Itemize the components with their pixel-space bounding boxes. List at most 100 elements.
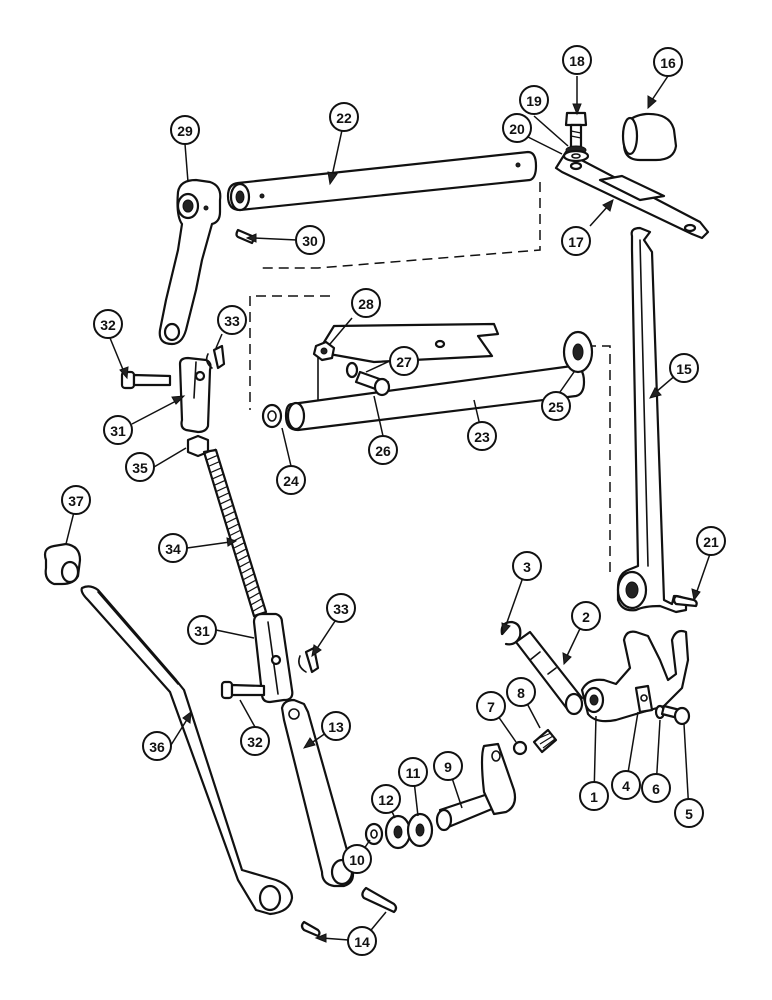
callout-circle bbox=[295, 225, 325, 255]
callout-35: 35 bbox=[125, 452, 155, 482]
callout-number: 12 bbox=[378, 792, 394, 808]
callout-circle bbox=[561, 226, 591, 256]
callout-circle bbox=[512, 551, 542, 581]
callout-2: 2 bbox=[571, 601, 601, 631]
callout-circle bbox=[158, 533, 188, 563]
callout-circle bbox=[562, 45, 592, 75]
callout-number: 24 bbox=[283, 473, 299, 489]
callout-5: 5 bbox=[674, 798, 704, 828]
callout-number: 32 bbox=[100, 317, 116, 333]
callout-number: 2 bbox=[582, 609, 590, 625]
callout-32a: 32 bbox=[93, 309, 123, 339]
callout-19: 19 bbox=[519, 85, 549, 115]
callout-33a: 33 bbox=[217, 305, 247, 335]
pin-2 bbox=[514, 630, 584, 716]
callout-number: 23 bbox=[474, 429, 490, 445]
callout-circle bbox=[103, 415, 133, 445]
callout-circle bbox=[389, 346, 419, 376]
callout-circle bbox=[641, 773, 671, 803]
callout-circle bbox=[611, 770, 641, 800]
callout-number: 22 bbox=[336, 110, 352, 126]
callout-number: 30 bbox=[302, 233, 318, 249]
callout-circle bbox=[125, 452, 155, 482]
callout-circle bbox=[674, 798, 704, 828]
hand-lever-36 bbox=[80, 585, 294, 916]
callout-circle bbox=[326, 593, 356, 623]
dashed-guide-right bbox=[586, 345, 611, 578]
clevis-pin-upper-32 bbox=[120, 370, 172, 390]
callout-37: 37 bbox=[61, 485, 91, 515]
callout-7: 7 bbox=[476, 691, 506, 721]
washer-12 bbox=[384, 814, 412, 850]
ball-7 bbox=[512, 740, 528, 756]
callout-number: 37 bbox=[68, 493, 84, 509]
callout-25: 25 bbox=[541, 391, 571, 421]
callout-circle bbox=[669, 353, 699, 383]
callout-number: 31 bbox=[110, 423, 126, 439]
callout-circle bbox=[579, 781, 609, 811]
fork-1 bbox=[580, 629, 690, 723]
bushing-24 bbox=[261, 403, 283, 429]
callout-circle bbox=[541, 391, 571, 421]
callout-circle bbox=[433, 751, 463, 781]
callout-circle bbox=[240, 726, 270, 756]
bolt-18 bbox=[564, 111, 588, 149]
callout-1: 1 bbox=[579, 781, 609, 811]
callout-circle bbox=[519, 85, 549, 115]
callout-number: 1 bbox=[590, 789, 598, 805]
clevis-upper-31 bbox=[178, 356, 212, 434]
callout-number: 18 bbox=[569, 53, 585, 69]
callout-circle bbox=[571, 601, 601, 631]
washer-25 bbox=[562, 330, 594, 374]
callout-circle bbox=[187, 615, 217, 645]
dashed-guide-middle bbox=[249, 295, 330, 410]
callout-circle bbox=[351, 288, 381, 318]
callout-number: 33 bbox=[224, 313, 240, 329]
callout-number: 34 bbox=[165, 541, 181, 557]
callout-number: 15 bbox=[676, 361, 692, 377]
clevis-lower-31 bbox=[252, 612, 294, 704]
callout-circle bbox=[142, 731, 172, 761]
callout-17: 17 bbox=[561, 226, 591, 256]
callout-number: 25 bbox=[548, 399, 564, 415]
callout-circle bbox=[170, 115, 200, 145]
callout-13: 13 bbox=[321, 711, 351, 741]
shaft-lever-9 bbox=[435, 742, 517, 832]
clevis-pin-lower-32 bbox=[220, 680, 266, 700]
callout-32b: 32 bbox=[240, 726, 270, 756]
callout-20: 20 bbox=[502, 113, 532, 143]
callout-24: 24 bbox=[276, 465, 306, 495]
callout-labels: 1234567891011121314151617181920212223242… bbox=[61, 45, 726, 956]
callout-4: 4 bbox=[611, 770, 641, 800]
callout-number: 21 bbox=[703, 534, 719, 550]
callout-34: 34 bbox=[158, 533, 188, 563]
callout-circle bbox=[653, 47, 683, 77]
washer-10 bbox=[364, 822, 384, 846]
pin-21 bbox=[672, 594, 698, 608]
callout-14: 14 bbox=[347, 926, 377, 956]
callout-number: 14 bbox=[354, 934, 370, 950]
callout-number: 17 bbox=[568, 234, 584, 250]
callout-number: 31 bbox=[194, 623, 210, 639]
callout-number: 3 bbox=[523, 559, 531, 575]
callout-number: 27 bbox=[396, 354, 412, 370]
callout-number: 16 bbox=[660, 55, 676, 71]
callout-circle bbox=[368, 435, 398, 465]
callout-circle bbox=[476, 691, 506, 721]
callout-number: 9 bbox=[444, 759, 452, 775]
callout-number: 11 bbox=[406, 765, 421, 781]
callout-number: 33 bbox=[333, 601, 349, 617]
callout-circle bbox=[398, 757, 428, 787]
callout-31b: 31 bbox=[187, 615, 217, 645]
callout-circle bbox=[321, 711, 351, 741]
washers-19-20 bbox=[562, 145, 590, 163]
callout-number: 19 bbox=[526, 93, 542, 109]
callout-number: 13 bbox=[328, 719, 344, 735]
callout-number: 35 bbox=[132, 460, 148, 476]
callout-9: 9 bbox=[433, 751, 463, 781]
callout-31a: 31 bbox=[103, 415, 133, 445]
callout-36: 36 bbox=[142, 731, 172, 761]
callout-28: 28 bbox=[351, 288, 381, 318]
dashed-guide-upper bbox=[262, 182, 541, 269]
callout-18: 18 bbox=[562, 45, 592, 75]
